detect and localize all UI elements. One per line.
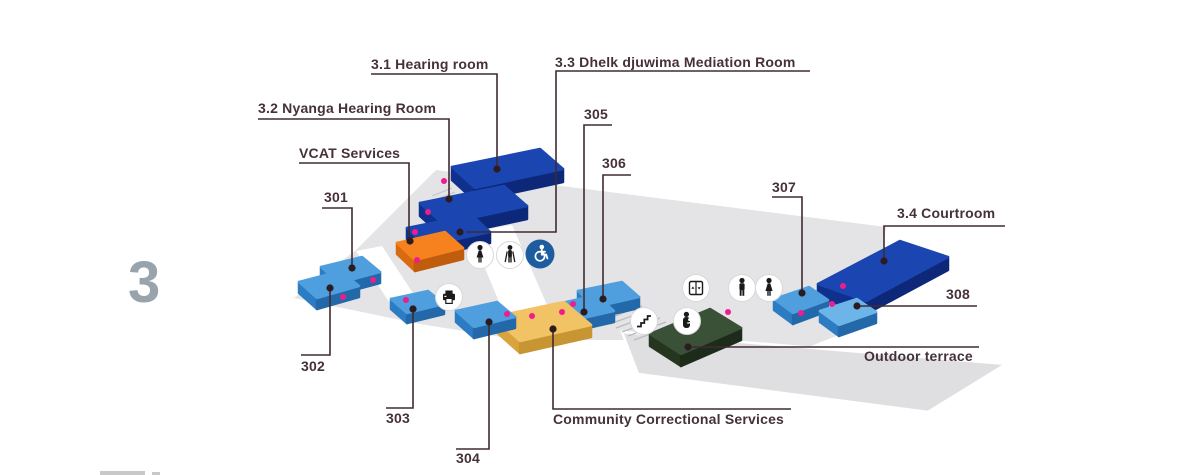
- leader-304: [456, 325, 490, 450]
- cropped-element: [100, 471, 145, 475]
- leader-301: [322, 207, 353, 265]
- level-number: 3: [128, 250, 161, 315]
- accessible-toilet-icon: [525, 239, 555, 269]
- label-307: 307: [772, 179, 796, 195]
- leader-3-2: [258, 118, 450, 196]
- male-toilet-icon: [728, 274, 756, 302]
- parent-room-icon: [673, 307, 701, 335]
- block-courtroom-3-4: [816, 239, 950, 316]
- leader-307: [772, 196, 803, 290]
- leader-306: [602, 174, 631, 296]
- printer-icon: [435, 283, 463, 311]
- leader-ccs: [552, 332, 791, 410]
- leader-303: [386, 312, 414, 409]
- label-outdoor-terrace: Outdoor terrace: [864, 348, 973, 364]
- label-304: 304: [456, 450, 480, 466]
- label-306: 306: [602, 155, 626, 171]
- outdoor-terrace-slab: [620, 330, 1010, 414]
- label-nyanga-room-3-2: 3.2 Nyanga Hearing Room: [258, 100, 437, 116]
- leader-3-3: [466, 70, 810, 233]
- label-308: 308: [946, 286, 970, 302]
- label-302: 302: [301, 358, 325, 374]
- leader-305: [583, 124, 612, 309]
- label-courtroom-3-4: 3.4 Courtroom: [897, 205, 996, 221]
- block-302: [297, 269, 361, 311]
- label-vcat-services: VCAT Services: [299, 145, 401, 161]
- block-vcat-services: [395, 230, 465, 273]
- label-community-correctional-services: Community Correctional Services: [553, 411, 785, 427]
- leader-302: [301, 291, 331, 356]
- block-304: [454, 300, 517, 340]
- assisted-person-icon: [496, 241, 524, 269]
- female-toilet-icon-2: [755, 274, 783, 302]
- label-hearing-room-3-1: 3.1 Hearing room: [371, 56, 489, 72]
- female-toilet-icon: [466, 241, 494, 269]
- entrance-dots: [340, 178, 846, 319]
- leader-3-1: [371, 73, 498, 166]
- leader-vcat: [299, 162, 410, 237]
- cropped-element-2: [152, 472, 160, 475]
- leader-lines: [258, 70, 1005, 450]
- stairs-icon: [630, 307, 658, 335]
- elevator-icon: [682, 274, 710, 302]
- leader-dots: [326, 165, 888, 351]
- leader-3-4: [883, 225, 1005, 258]
- label-mediation-room-3-3: 3.3 Dhelk djuwima Mediation Room: [555, 54, 796, 70]
- label-305: 305: [584, 106, 608, 122]
- block-303: [389, 289, 446, 325]
- label-301: 301: [324, 189, 348, 205]
- label-303: 303: [386, 410, 410, 426]
